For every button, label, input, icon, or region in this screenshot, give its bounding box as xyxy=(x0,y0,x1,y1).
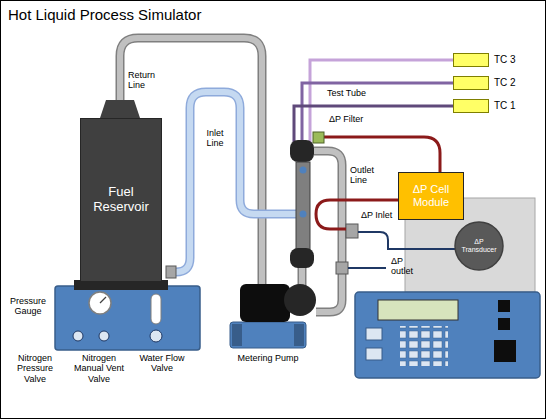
controller xyxy=(355,292,540,378)
part-label: Return Line xyxy=(127,70,161,91)
node-label: TC 2 xyxy=(494,77,516,89)
inlet-line-tube xyxy=(166,92,296,278)
node-text-group: TC 2 xyxy=(494,77,516,89)
thermocouple-connector: TC 2 xyxy=(453,76,489,90)
node-text-group: ΔP Transducer xyxy=(458,238,500,254)
diagram-title: Hot Liquid Process Simulator xyxy=(8,6,201,23)
reservoir-cap xyxy=(100,100,140,118)
part-label: Test Tube xyxy=(326,88,386,98)
transducer-circle: ΔP Transducer xyxy=(454,221,504,271)
part-label: Metering Pump xyxy=(230,353,306,363)
part-label: Water Flow Valve xyxy=(132,353,192,374)
module-box: ΔP Cell Module xyxy=(398,172,464,220)
part-label: ΔP Filter xyxy=(328,114,388,124)
metering-pump xyxy=(230,284,316,348)
reservoir-tank: Fuel Reservoir xyxy=(80,118,162,282)
node-label: ΔP Cell Module xyxy=(402,183,460,208)
node-label: TC 1 xyxy=(494,100,516,112)
part-label: Outlet Line xyxy=(349,165,385,186)
part-label: Nitrogen Manual Vent Valve xyxy=(68,353,130,384)
part-label: Nitrogen Pressure Valve xyxy=(4,353,66,384)
node-label: TC 3 xyxy=(494,54,516,66)
thermocouple-wires xyxy=(294,60,453,142)
node-text-group: TC 1 xyxy=(494,100,516,112)
node-text-group: ΔP Cell Module xyxy=(402,183,460,208)
node-text-group: Fuel Reservoir xyxy=(84,185,158,215)
node-label: Fuel Reservoir xyxy=(84,185,158,215)
part-label: ΔP Inlet xyxy=(360,210,398,220)
node-text-group: TC 3 xyxy=(494,54,516,66)
part-label: Inlet Line xyxy=(197,128,233,149)
test-tube xyxy=(290,132,324,268)
thermocouple-connector: TC 1 xyxy=(453,99,489,113)
node-label: ΔP Transducer xyxy=(458,238,500,254)
part-label: ΔP outlet xyxy=(390,256,426,277)
thermocouple-connector: TC 3 xyxy=(453,53,489,67)
base-panel xyxy=(55,280,200,350)
part-label: Pressure Gauge xyxy=(4,296,52,317)
